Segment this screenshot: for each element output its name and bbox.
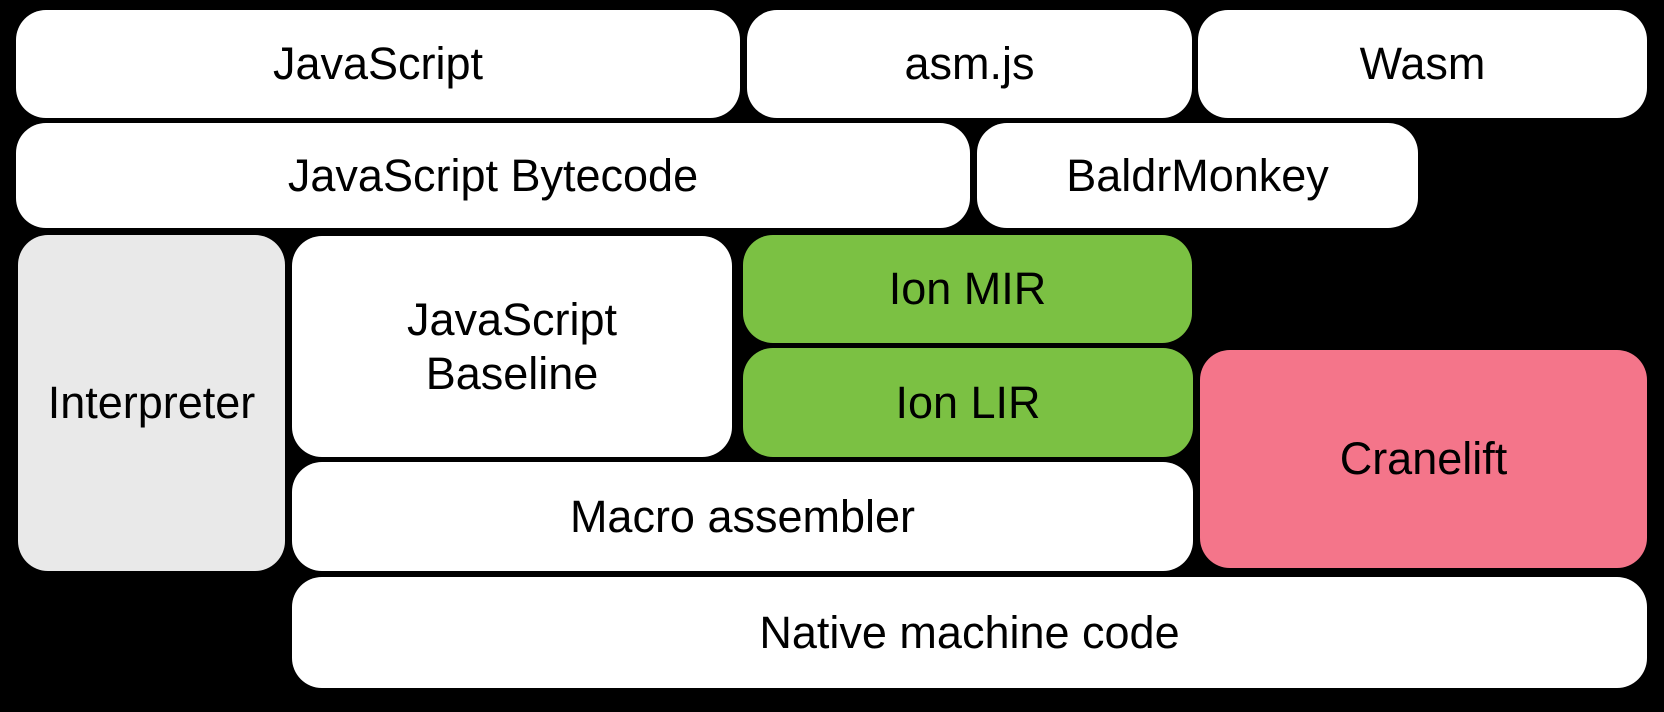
- node-wasm: Wasm: [1198, 10, 1647, 118]
- node-javascript: JavaScript: [16, 10, 740, 118]
- node-javascript-baseline: JavaScript Baseline: [292, 236, 732, 457]
- node-ion-lir: Ion LIR: [743, 348, 1193, 457]
- node-ion-mir: Ion MIR: [743, 235, 1192, 343]
- node-macro-assembler: Macro assembler: [292, 462, 1193, 571]
- node-asm-js: asm.js: [747, 10, 1192, 118]
- node-interpreter: Interpreter: [18, 235, 285, 571]
- node-baldrmonkey: BaldrMonkey: [977, 123, 1418, 228]
- node-javascript-bytecode: JavaScript Bytecode: [16, 123, 970, 228]
- node-native-machine-code: Native machine code: [292, 577, 1647, 688]
- node-cranelift: Cranelift: [1200, 350, 1647, 568]
